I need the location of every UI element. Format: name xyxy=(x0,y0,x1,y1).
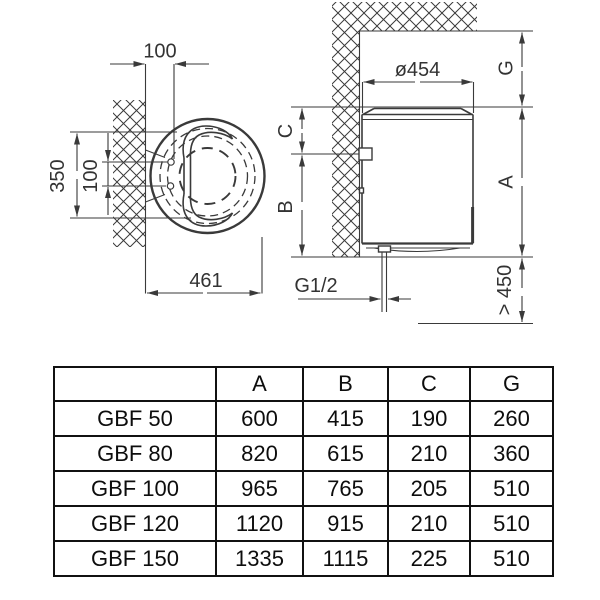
g-cell: 360 xyxy=(469,435,554,472)
a-cell: 1120 xyxy=(215,505,304,542)
dim-label-wall-to-holes: 100 xyxy=(143,41,176,63)
top-view: 100 350 100 461 xyxy=(47,41,266,296)
model-cell: GBF 50 xyxy=(53,400,217,437)
table-row: GBF 150 1335 1115 225 510 xyxy=(53,540,554,577)
dim-label-diameter: ø454 xyxy=(395,59,441,81)
lower-bracket-tab xyxy=(358,187,365,194)
dim-label-depth: 461 xyxy=(189,270,222,292)
mounting-bracket-profile xyxy=(182,125,234,227)
mounting-hole-upper xyxy=(167,158,175,166)
bracket-arm-lower xyxy=(145,193,166,203)
b-cell: 1115 xyxy=(302,540,389,577)
c-cell: 190 xyxy=(387,400,471,437)
dim-label-hole-spacing: 100 xyxy=(80,159,102,192)
dim-label-b: B xyxy=(275,200,297,213)
b-cell: 765 xyxy=(302,470,389,507)
model-cell: GBF 80 xyxy=(53,435,217,472)
technical-diagram: 100 350 100 461 xyxy=(47,2,533,325)
wall-hatch-side-view xyxy=(332,31,360,257)
a-cell: 600 xyxy=(215,400,304,437)
header-a: A xyxy=(215,366,304,402)
model-cell: GBF 100 xyxy=(53,470,217,507)
header-model xyxy=(53,366,217,402)
tank-dashed-circle xyxy=(166,135,249,217)
wall-bracket xyxy=(358,147,373,161)
header-b: B xyxy=(302,366,389,402)
table-header-row: A B C G xyxy=(53,366,554,402)
heater-side-view xyxy=(358,107,475,312)
dim-label-g: G xyxy=(496,60,518,76)
dim-label-pipe-thread: G1/2 xyxy=(294,275,337,297)
heater-outer-shell xyxy=(149,117,266,235)
table-row: GBF 50 600 415 190 260 xyxy=(53,400,554,437)
bracket-arm-upper xyxy=(145,149,166,159)
dim-label-c: C xyxy=(275,124,297,138)
inner-tank-dashed-circle xyxy=(178,147,237,205)
c-cell: 210 xyxy=(387,435,471,472)
mounting-hole-lower xyxy=(166,182,175,190)
g-cell: 510 xyxy=(469,505,554,542)
c-cell: 225 xyxy=(387,540,471,577)
insulation-dashed-circle xyxy=(159,127,256,225)
model-cell: GBF 150 xyxy=(53,540,217,577)
dim-label-mount-height: 350 xyxy=(47,159,69,192)
model-cell: GBF 120 xyxy=(53,505,217,542)
a-cell: 1335 xyxy=(215,540,304,577)
dim-label-a: A xyxy=(496,175,518,189)
heater-top-view xyxy=(145,117,266,235)
ceiling-hatch xyxy=(332,2,477,31)
table-row: GBF 100 965 765 205 510 xyxy=(53,470,554,507)
wall-hatch-top-view xyxy=(113,100,146,247)
side-view-reference-lines xyxy=(291,30,533,325)
a-cell: 820 xyxy=(215,435,304,472)
g-cell: 260 xyxy=(469,400,554,437)
side-view: ø454 G A > 450 C B G1/2 xyxy=(275,2,533,325)
c-cell: 205 xyxy=(387,470,471,507)
g-cell: 510 xyxy=(469,540,554,577)
header-g: G xyxy=(469,366,554,402)
top-view-dimension-lines xyxy=(70,61,263,296)
header-c: C xyxy=(387,366,471,402)
table-row: GBF 80 820 615 210 360 xyxy=(53,435,554,472)
table-row: GBF 120 1120 915 210 510 xyxy=(53,505,554,542)
dimensions-table: A B C G GBF 50 600 415 190 260 GBF 80 82… xyxy=(53,366,554,577)
water-pipe xyxy=(377,245,392,312)
c-cell: 210 xyxy=(387,505,471,542)
a-cell: 965 xyxy=(215,470,304,507)
g-cell: 510 xyxy=(469,470,554,507)
dim-label-min-clearance: > 450 xyxy=(494,265,516,316)
b-cell: 615 xyxy=(302,435,389,472)
side-view-dimension-lines xyxy=(298,32,525,322)
b-cell: 415 xyxy=(302,400,389,437)
b-cell: 915 xyxy=(302,505,389,542)
